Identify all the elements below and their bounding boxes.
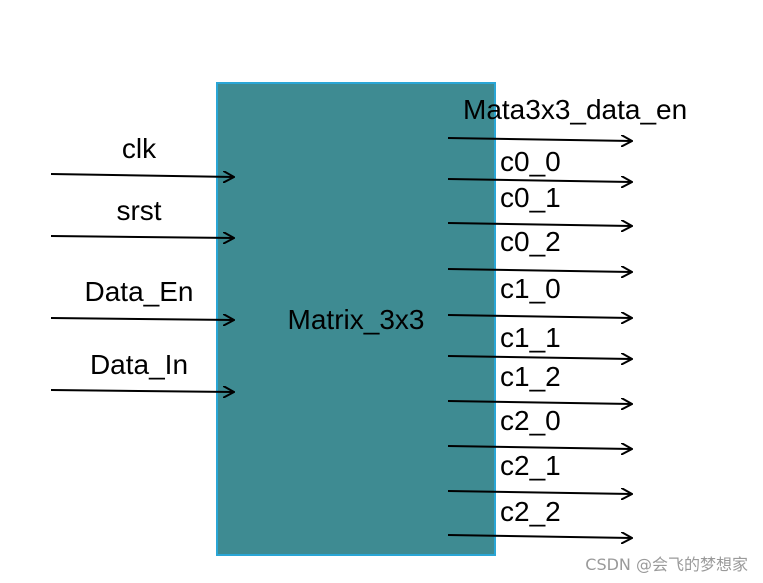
input-arrow-data-in	[50, 390, 234, 392]
output-arrow-c1-0	[447, 315, 632, 318]
input-label-clk: clk	[122, 133, 157, 164]
output-arrow-mata3x3-data-en	[447, 138, 632, 141]
matrix-block	[216, 82, 496, 556]
csdn-watermark: CSDN @会飞的梦想家	[585, 555, 748, 574]
output-arrow-c0-1	[447, 223, 632, 226]
output-arrow-c0-2	[447, 269, 632, 272]
output-label-c1-0: c1_0	[500, 273, 561, 304]
output-arrow-c1-1	[447, 356, 632, 359]
output-arrow-c1-2	[447, 401, 632, 404]
block-label: Matrix_3x3	[288, 304, 425, 335]
input-arrow-clk	[50, 174, 234, 177]
input-arrow-data-en	[50, 318, 234, 320]
input-signals: clk srst Data_En Data_In	[50, 133, 234, 392]
output-label-c0-1: c0_1	[500, 182, 561, 213]
output-label-c2-2: c2_2	[500, 496, 561, 527]
output-label-c2-1: c2_1	[500, 450, 561, 481]
output-signals: Mata3x3_data_en c0_0 c0_1 c0_2 c1_0 c1_1…	[447, 94, 687, 538]
input-label-srst: srst	[116, 195, 161, 226]
output-arrow-c2-0	[447, 446, 632, 449]
output-arrow-c2-2	[447, 535, 632, 538]
input-label-data-in: Data_In	[90, 349, 188, 380]
output-arrow-c0-0	[447, 179, 632, 182]
output-label-c1-1: c1_1	[500, 322, 561, 353]
output-label-c2-0: c2_0	[500, 405, 561, 436]
output-label-c0-2: c0_2	[500, 226, 561, 257]
output-label-c1-2: c1_2	[500, 361, 561, 392]
output-label-c0-0: c0_0	[500, 146, 561, 177]
output-arrow-c2-1	[447, 491, 632, 494]
input-label-data-en: Data_En	[85, 276, 194, 307]
output-label-mata3x3-data-en: Mata3x3_data_en	[463, 94, 687, 125]
input-arrow-srst	[50, 236, 234, 238]
